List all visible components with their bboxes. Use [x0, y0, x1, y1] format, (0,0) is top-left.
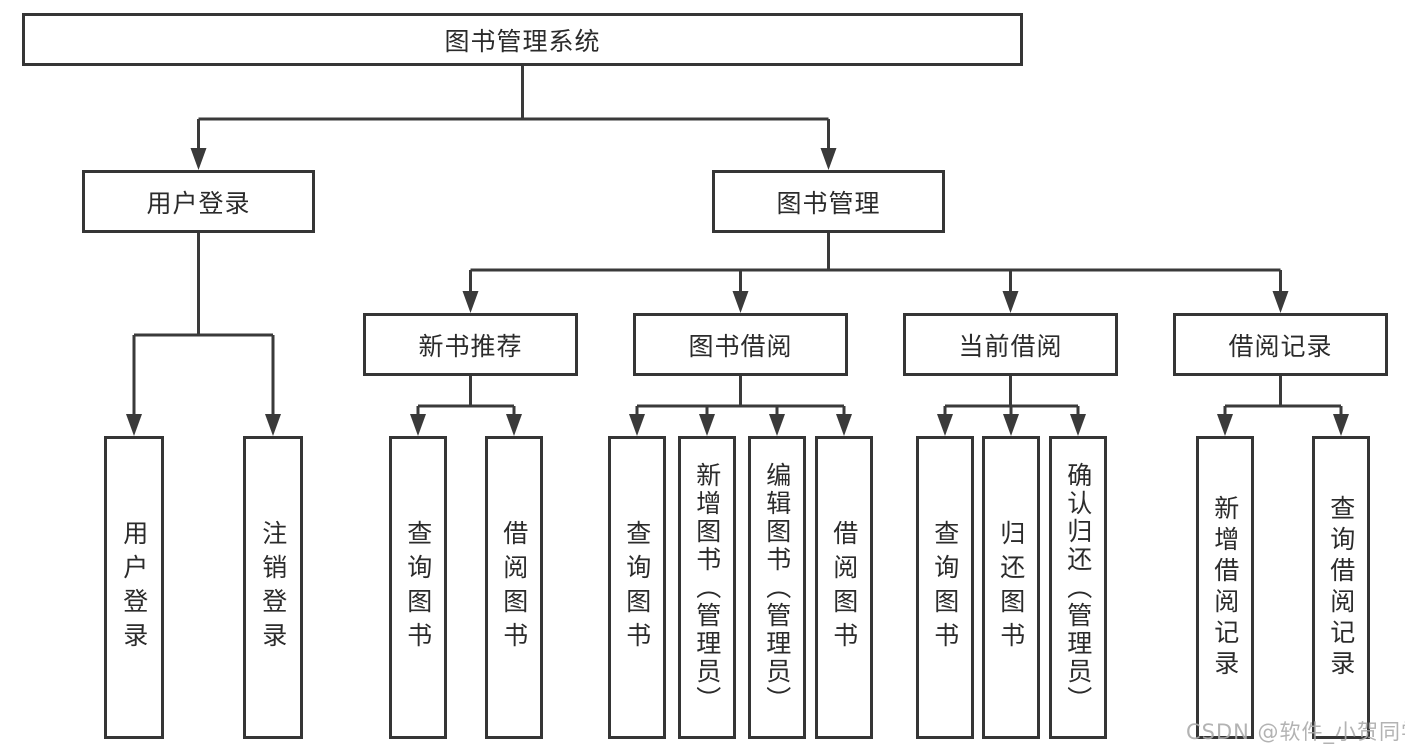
arrow-down-icon	[769, 414, 785, 436]
node-label: 借阅图书	[499, 519, 529, 656]
node-current-borrow: 当前借阅	[903, 313, 1118, 376]
leaf-query-borrow-record: 查询借阅记录	[1312, 436, 1370, 739]
arrow-down-icon	[629, 414, 645, 436]
node-label: 图书管理系统	[444, 26, 601, 56]
leaf-add-borrow-record: 新增借阅记录	[1196, 436, 1254, 739]
arrow-down-icon	[732, 291, 749, 313]
connector-borrow-records-subtree	[1223, 376, 1343, 417]
arrow-down-icon	[462, 291, 479, 313]
leaf-query-books: 查询图书	[916, 436, 974, 739]
node-label: 借阅记录	[1228, 331, 1333, 361]
arrow-down-icon	[1003, 414, 1019, 436]
arrow-down-icon	[820, 148, 837, 170]
arrow-down-icon	[1070, 414, 1086, 436]
node-borrow-records: 借阅记录	[1173, 313, 1388, 376]
connector-root-to-level2	[197, 65, 830, 151]
node-label: 查询借阅记录	[1326, 494, 1356, 681]
connector-book-management-subtree	[469, 233, 1282, 294]
arrow-down-icon	[1272, 291, 1289, 313]
csdn-watermark: CSDN @软件_小贺同学	[1186, 720, 1405, 744]
connector-book-borrow-subtree	[635, 376, 846, 417]
arrow-down-icon	[1002, 291, 1019, 313]
arrow-down-icon	[126, 414, 142, 436]
arrow-down-icon	[836, 414, 852, 436]
leaf-logout: 注销登录	[243, 436, 303, 739]
node-label: 新增图书（管理员）	[692, 461, 722, 714]
leaf-return-book: 归还图书	[982, 436, 1040, 739]
node-label: 用户登录	[146, 188, 251, 218]
leaf-query-books: 查询图书	[389, 436, 447, 739]
leaf-borrow-books: 借阅图书	[815, 436, 873, 739]
node-label: 新书推荐	[418, 331, 523, 361]
node-book-management-module: 图书管理	[712, 170, 945, 233]
connector-current-borrow-subtree	[943, 376, 1080, 417]
node-label: 图书管理	[776, 188, 881, 218]
arrow-down-icon	[190, 148, 207, 170]
leaf-confirm-return-admin: 确认归还（管理员）	[1049, 436, 1107, 739]
leaf-add-book-admin: 新增图书（管理员）	[678, 436, 736, 739]
node-label: 查询图书	[622, 519, 652, 656]
node-label: 查询图书	[930, 519, 960, 656]
node-label: 用户登录	[119, 519, 149, 656]
node-label: 新增借阅记录	[1210, 494, 1240, 681]
node-label: 编辑图书（管理员）	[762, 461, 792, 714]
node-label: 归还图书	[996, 519, 1026, 656]
arrow-down-icon	[410, 414, 426, 436]
arrow-down-icon	[937, 414, 953, 436]
node-label: 查询图书	[403, 519, 433, 656]
node-user-login-module: 用户登录	[82, 170, 315, 233]
connector-new-book-subtree	[416, 376, 516, 417]
arrow-down-icon	[265, 414, 281, 436]
node-label: 借阅图书	[829, 519, 859, 656]
node-label: 确认归还（管理员）	[1063, 461, 1093, 714]
node-label: 当前借阅	[958, 331, 1063, 361]
arrow-down-icon	[699, 414, 715, 436]
leaf-borrow-books: 借阅图书	[485, 436, 543, 739]
leaf-user-login: 用户登录	[104, 436, 164, 739]
leaf-query-books: 查询图书	[608, 436, 666, 739]
node-book-borrow: 图书借阅	[633, 313, 848, 376]
node-label: 图书借阅	[688, 331, 793, 361]
node-label: 注销登录	[258, 519, 288, 656]
leaf-edit-book-admin: 编辑图书（管理员）	[748, 436, 806, 739]
arrow-down-icon	[1217, 414, 1233, 436]
node-new-book-recommend: 新书推荐	[363, 313, 578, 376]
arrow-down-icon	[1333, 414, 1349, 436]
arrow-down-icon	[506, 414, 522, 436]
connector-user-login-subtree	[132, 233, 275, 417]
node-library-management-system: 图书管理系统	[22, 13, 1023, 66]
